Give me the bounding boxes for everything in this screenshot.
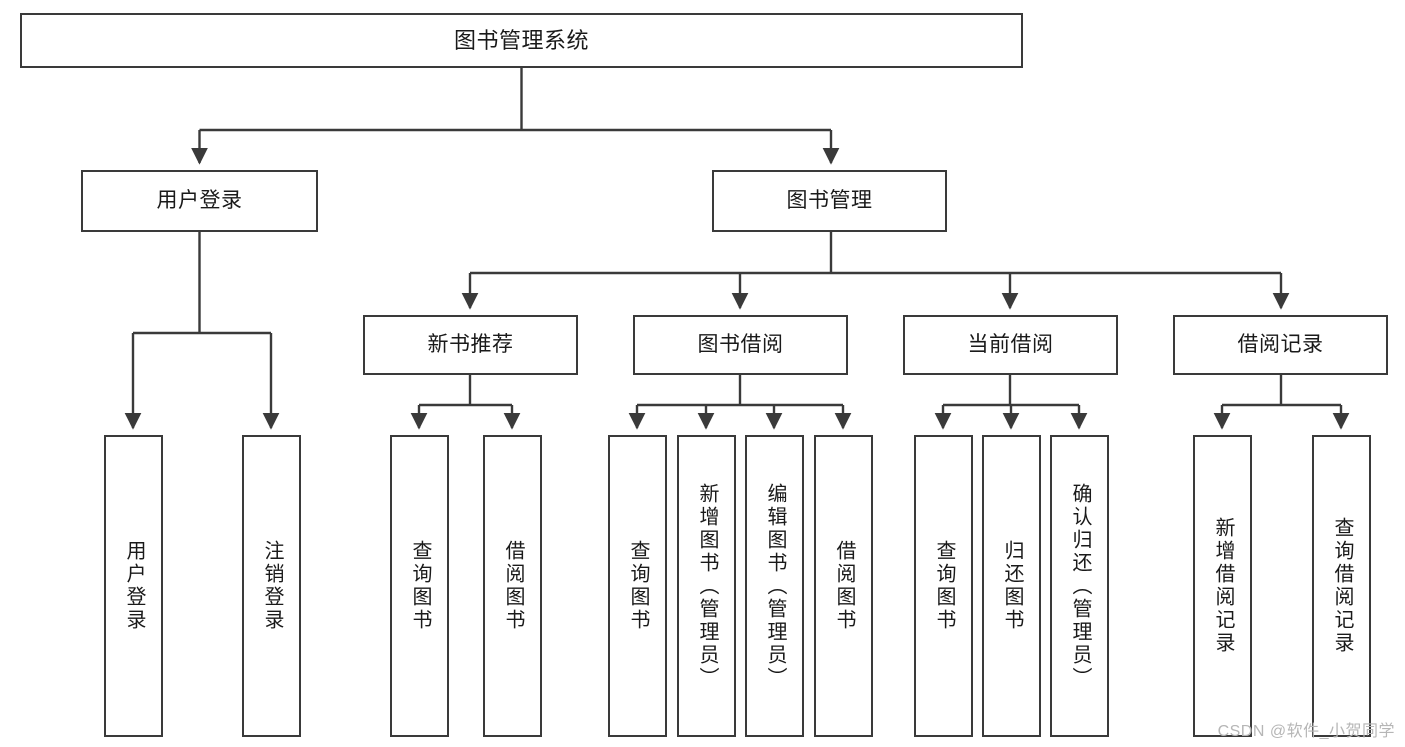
node-book-borrow[interactable]: 图书借阅 [633,315,848,375]
leaf-user-login-login[interactable]: 用户登录 [104,435,163,737]
leaf-new-book-borrow[interactable]: 借阅图书 [483,435,542,737]
watermark-text: CSDN @软件_小贺同学 [1217,723,1395,740]
node-root[interactable]: 图书管理系统 [20,13,1023,68]
node-current-borrow[interactable]: 当前借阅 [903,315,1118,375]
leaf-book-borrow-query[interactable]: 查询图书 [608,435,667,737]
leaf-book-borrow-add[interactable]: 新增图书（管理员） [677,435,736,737]
leaf-book-borrow-borrow[interactable]: 借阅图书 [814,435,873,737]
node-new-book-recommend[interactable]: 新书推荐 [363,315,578,375]
leaf-borrow-record-add[interactable]: 新增借阅记录 [1193,435,1252,737]
leaf-current-borrow-return[interactable]: 归还图书 [982,435,1041,737]
node-book-manage[interactable]: 图书管理 [712,170,947,232]
leaf-new-book-query[interactable]: 查询图书 [390,435,449,737]
leaf-current-borrow-confirm[interactable]: 确认归还（管理员） [1050,435,1109,737]
leaf-user-login-logout[interactable]: 注销登录 [242,435,301,737]
node-borrow-record[interactable]: 借阅记录 [1173,315,1388,375]
node-user-login[interactable]: 用户登录 [81,170,318,232]
leaf-book-borrow-edit[interactable]: 编辑图书（管理员） [745,435,804,737]
leaf-borrow-record-query[interactable]: 查询借阅记录 [1312,435,1371,737]
leaf-current-borrow-query[interactable]: 查询图书 [914,435,973,737]
